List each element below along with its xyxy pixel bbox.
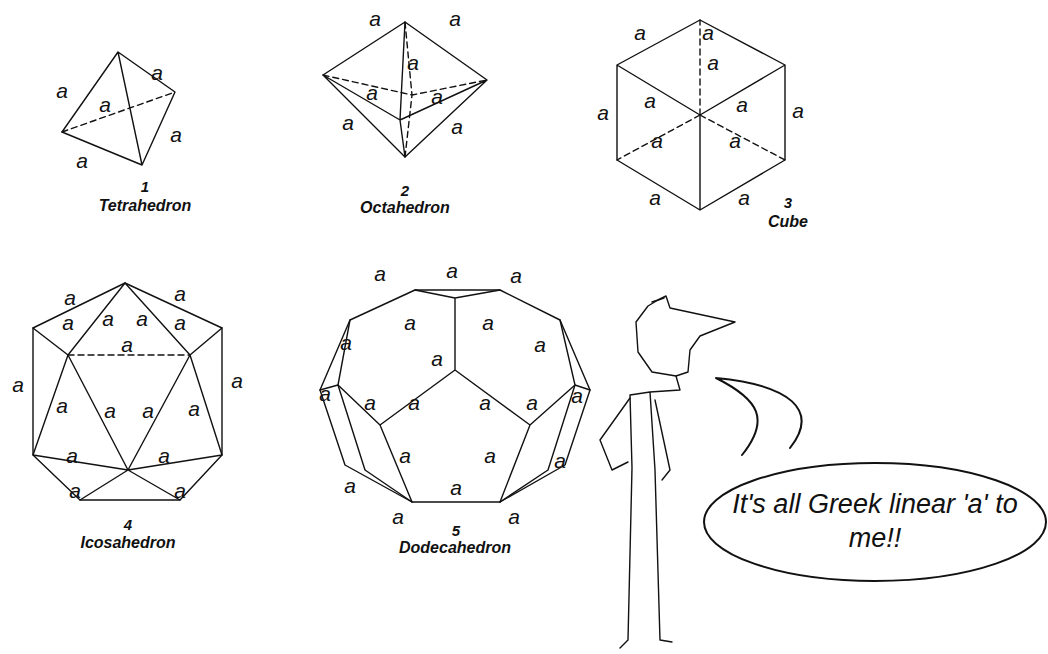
edge-length-label: a <box>392 506 404 527</box>
edge-length-label: a <box>104 400 116 421</box>
edge-length-label: a <box>344 475 356 496</box>
figure-number: 2 <box>401 183 409 198</box>
edge-length-label: a <box>482 312 494 333</box>
icosahedron-drawing <box>33 283 222 500</box>
speech-bubble-outline <box>702 461 1048 583</box>
edge-length-label: a <box>707 52 719 73</box>
edge-length-label: a <box>158 445 170 466</box>
edge-length-label: a <box>174 312 186 333</box>
edge-length-label: a <box>231 370 243 391</box>
edge-length-label: a <box>174 480 186 501</box>
edge-length-label: a <box>554 450 566 471</box>
solid-name: Tetrahedron <box>99 198 192 214</box>
edge-length-label: a <box>407 52 419 73</box>
edge-length-label: a <box>644 90 656 111</box>
edge-length-label: a <box>69 480 81 501</box>
solid-name: Dodecahedron <box>399 540 511 556</box>
edge-length-label: a <box>66 445 78 466</box>
figure-number: 4 <box>124 517 132 532</box>
edge-length-label: a <box>151 62 163 83</box>
edge-length-label: a <box>729 130 741 151</box>
edge-length-label: a <box>649 187 661 208</box>
edge-length-label: a <box>431 348 443 369</box>
solid-name: Icosahedron <box>80 535 175 551</box>
figure-number: 1 <box>141 179 149 194</box>
edge-length-label: a <box>340 332 352 353</box>
edge-length-label: a <box>404 312 416 333</box>
edge-length-label: a <box>597 102 609 123</box>
edge-length-label: a <box>634 22 646 43</box>
figure-number: 3 <box>784 195 792 210</box>
edge-length-label: a <box>736 94 748 115</box>
speech-bubble: It's all Greek linear 'a' to me!! <box>702 461 1048 583</box>
edge-length-label: a <box>738 187 750 208</box>
solid-name: Octahedron <box>360 200 450 216</box>
figure-number: 5 <box>452 523 460 538</box>
edge-length-label: a <box>526 392 538 413</box>
edge-length-label: a <box>136 308 148 329</box>
dodecahedron-drawing <box>320 290 590 502</box>
edge-length-label: a <box>369 8 381 29</box>
speech-bubble-tail <box>716 378 802 455</box>
edge-length-label: a <box>431 86 443 107</box>
edge-length-label: a <box>56 80 68 101</box>
edge-length-label: a <box>399 445 411 466</box>
edge-length-label: a <box>56 395 68 416</box>
edge-length-label: a <box>408 392 420 413</box>
edge-length-label: a <box>102 308 114 329</box>
octahedron-drawing <box>323 22 487 157</box>
edge-length-label: a <box>374 263 386 284</box>
stick-figure <box>600 296 735 648</box>
edge-length-label: a <box>479 392 491 413</box>
edge-length-label: a <box>319 383 331 404</box>
edge-length-label: a <box>12 374 24 395</box>
edge-length-label: a <box>366 82 378 103</box>
edge-length-label: a <box>174 283 186 304</box>
cube-drawing <box>617 20 785 210</box>
edge-length-label: a <box>446 260 458 281</box>
edge-length-label: a <box>792 100 804 121</box>
edge-length-label: a <box>450 477 462 498</box>
edge-length-label: a <box>188 398 200 419</box>
edge-length-label: a <box>342 112 354 133</box>
edge-length-label: a <box>121 334 133 355</box>
edge-length-label: a <box>451 116 463 137</box>
edge-length-label: a <box>62 312 74 333</box>
edge-length-label: a <box>702 22 714 43</box>
edge-length-label: a <box>76 150 88 171</box>
edge-length-label: a <box>64 287 76 308</box>
edge-length-label: a <box>534 334 546 355</box>
edge-length-label: a <box>651 130 663 151</box>
edge-length-label: a <box>170 124 182 145</box>
solid-name: Cube <box>768 214 808 230</box>
tetrahedron-drawing <box>62 52 175 165</box>
edge-length-label: a <box>510 265 522 286</box>
edge-length-label: a <box>571 385 583 406</box>
edge-length-label: a <box>142 400 154 421</box>
edge-length-label: a <box>449 8 461 29</box>
edge-length-label: a <box>99 94 111 115</box>
edge-length-label: a <box>364 392 376 413</box>
edge-length-label: a <box>508 506 520 527</box>
edge-length-label: a <box>484 445 496 466</box>
speech-text: It's all Greek linear 'a' to me!! <box>730 488 1020 556</box>
